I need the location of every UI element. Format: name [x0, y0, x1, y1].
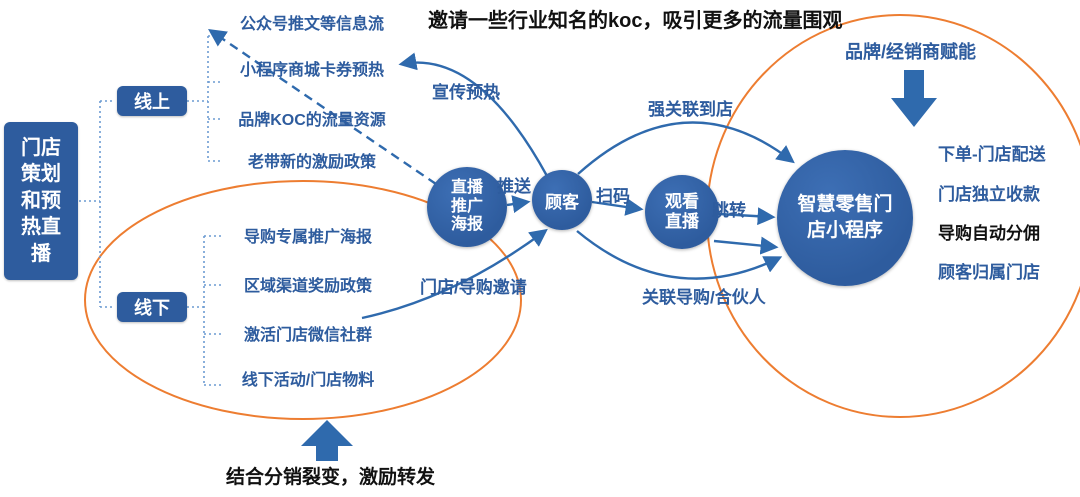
branch-offline: 线下: [117, 292, 187, 322]
edge-label-jump: 跳转: [712, 201, 746, 220]
empower-label: 品牌/经销商赋能: [845, 42, 977, 62]
flow-node-customer: 顾客: [532, 170, 592, 230]
arrow-strong-link-curve: [577, 121, 795, 175]
arrow-push: [506, 195, 531, 214]
edge-label-scan: 扫码: [596, 187, 630, 206]
flow-node-miniprogram: 智慧零售门店小程序: [777, 150, 913, 286]
flow-node-watch: 观看直播: [645, 175, 719, 249]
flow-node-watch-label: 观看直播: [665, 191, 699, 231]
diagram-title: 邀请一些行业知名的koc，吸引更多的流量围观: [428, 10, 843, 32]
arrow-store-invite-curve: [361, 228, 548, 320]
offline-item: 线下活动/门店物料: [241, 372, 375, 389]
offline-group-ellipse: [84, 180, 522, 420]
flow-arrows: [208, 28, 795, 320]
arrow-jump: [718, 207, 776, 226]
offline-item: 区域渠道奖励政策: [243, 278, 372, 295]
flow-node-poster: 直播推广海报: [427, 167, 507, 247]
flow-node-miniprogram-label: 智慧零售门店小程序: [797, 194, 893, 241]
offline-item: 导购专属推广海报: [243, 229, 372, 246]
bracket-connectors: [79, 35, 223, 386]
feature-item: 门店独立收款: [938, 185, 1040, 204]
flow-node-customer-label: 顾客: [545, 192, 579, 212]
arrow-dashed-koc: [208, 28, 437, 185]
down-block-arrow: [891, 70, 937, 127]
arrow-partner-curve: [576, 230, 783, 280]
online-item: 品牌KOC的流量资源: [238, 112, 386, 129]
branch-online: 线上: [117, 86, 187, 116]
root-node-label: 门店策划和预热直播: [21, 137, 61, 265]
feature-item: 下单-门店配送: [938, 145, 1046, 164]
feature-item: 顾客归属门店: [938, 263, 1040, 282]
online-item: 老带新的激励政策: [247, 154, 376, 171]
online-item: 小程序商城卡券预热: [239, 62, 384, 79]
edge-label-push: 推送: [497, 177, 531, 196]
edge-label-partner-link: 关联导购/合伙人: [642, 288, 766, 307]
arrow-scan: [591, 198, 644, 216]
bottom-note: 结合分销裂变，激励转发: [226, 467, 436, 488]
edge-label-strong-link: 强关联到店: [648, 100, 733, 119]
feature-item: 导购自动分佣: [938, 224, 1040, 243]
arrow-warmup-curve: [398, 52, 549, 177]
up-block-arrow: [301, 420, 353, 461]
offline-item: 激活门店微信社群: [243, 327, 372, 344]
root-node: 门店策划和预热直播: [4, 122, 78, 280]
edge-label-store-invite: 门店/导购邀请: [420, 278, 527, 297]
flow-node-poster-label: 直播推广海报: [450, 178, 483, 234]
online-item: 公众号推文等信息流: [239, 16, 384, 33]
arrow-watch-to-store: [713, 236, 779, 255]
edge-label-warmup: 宣传预热: [432, 83, 500, 102]
